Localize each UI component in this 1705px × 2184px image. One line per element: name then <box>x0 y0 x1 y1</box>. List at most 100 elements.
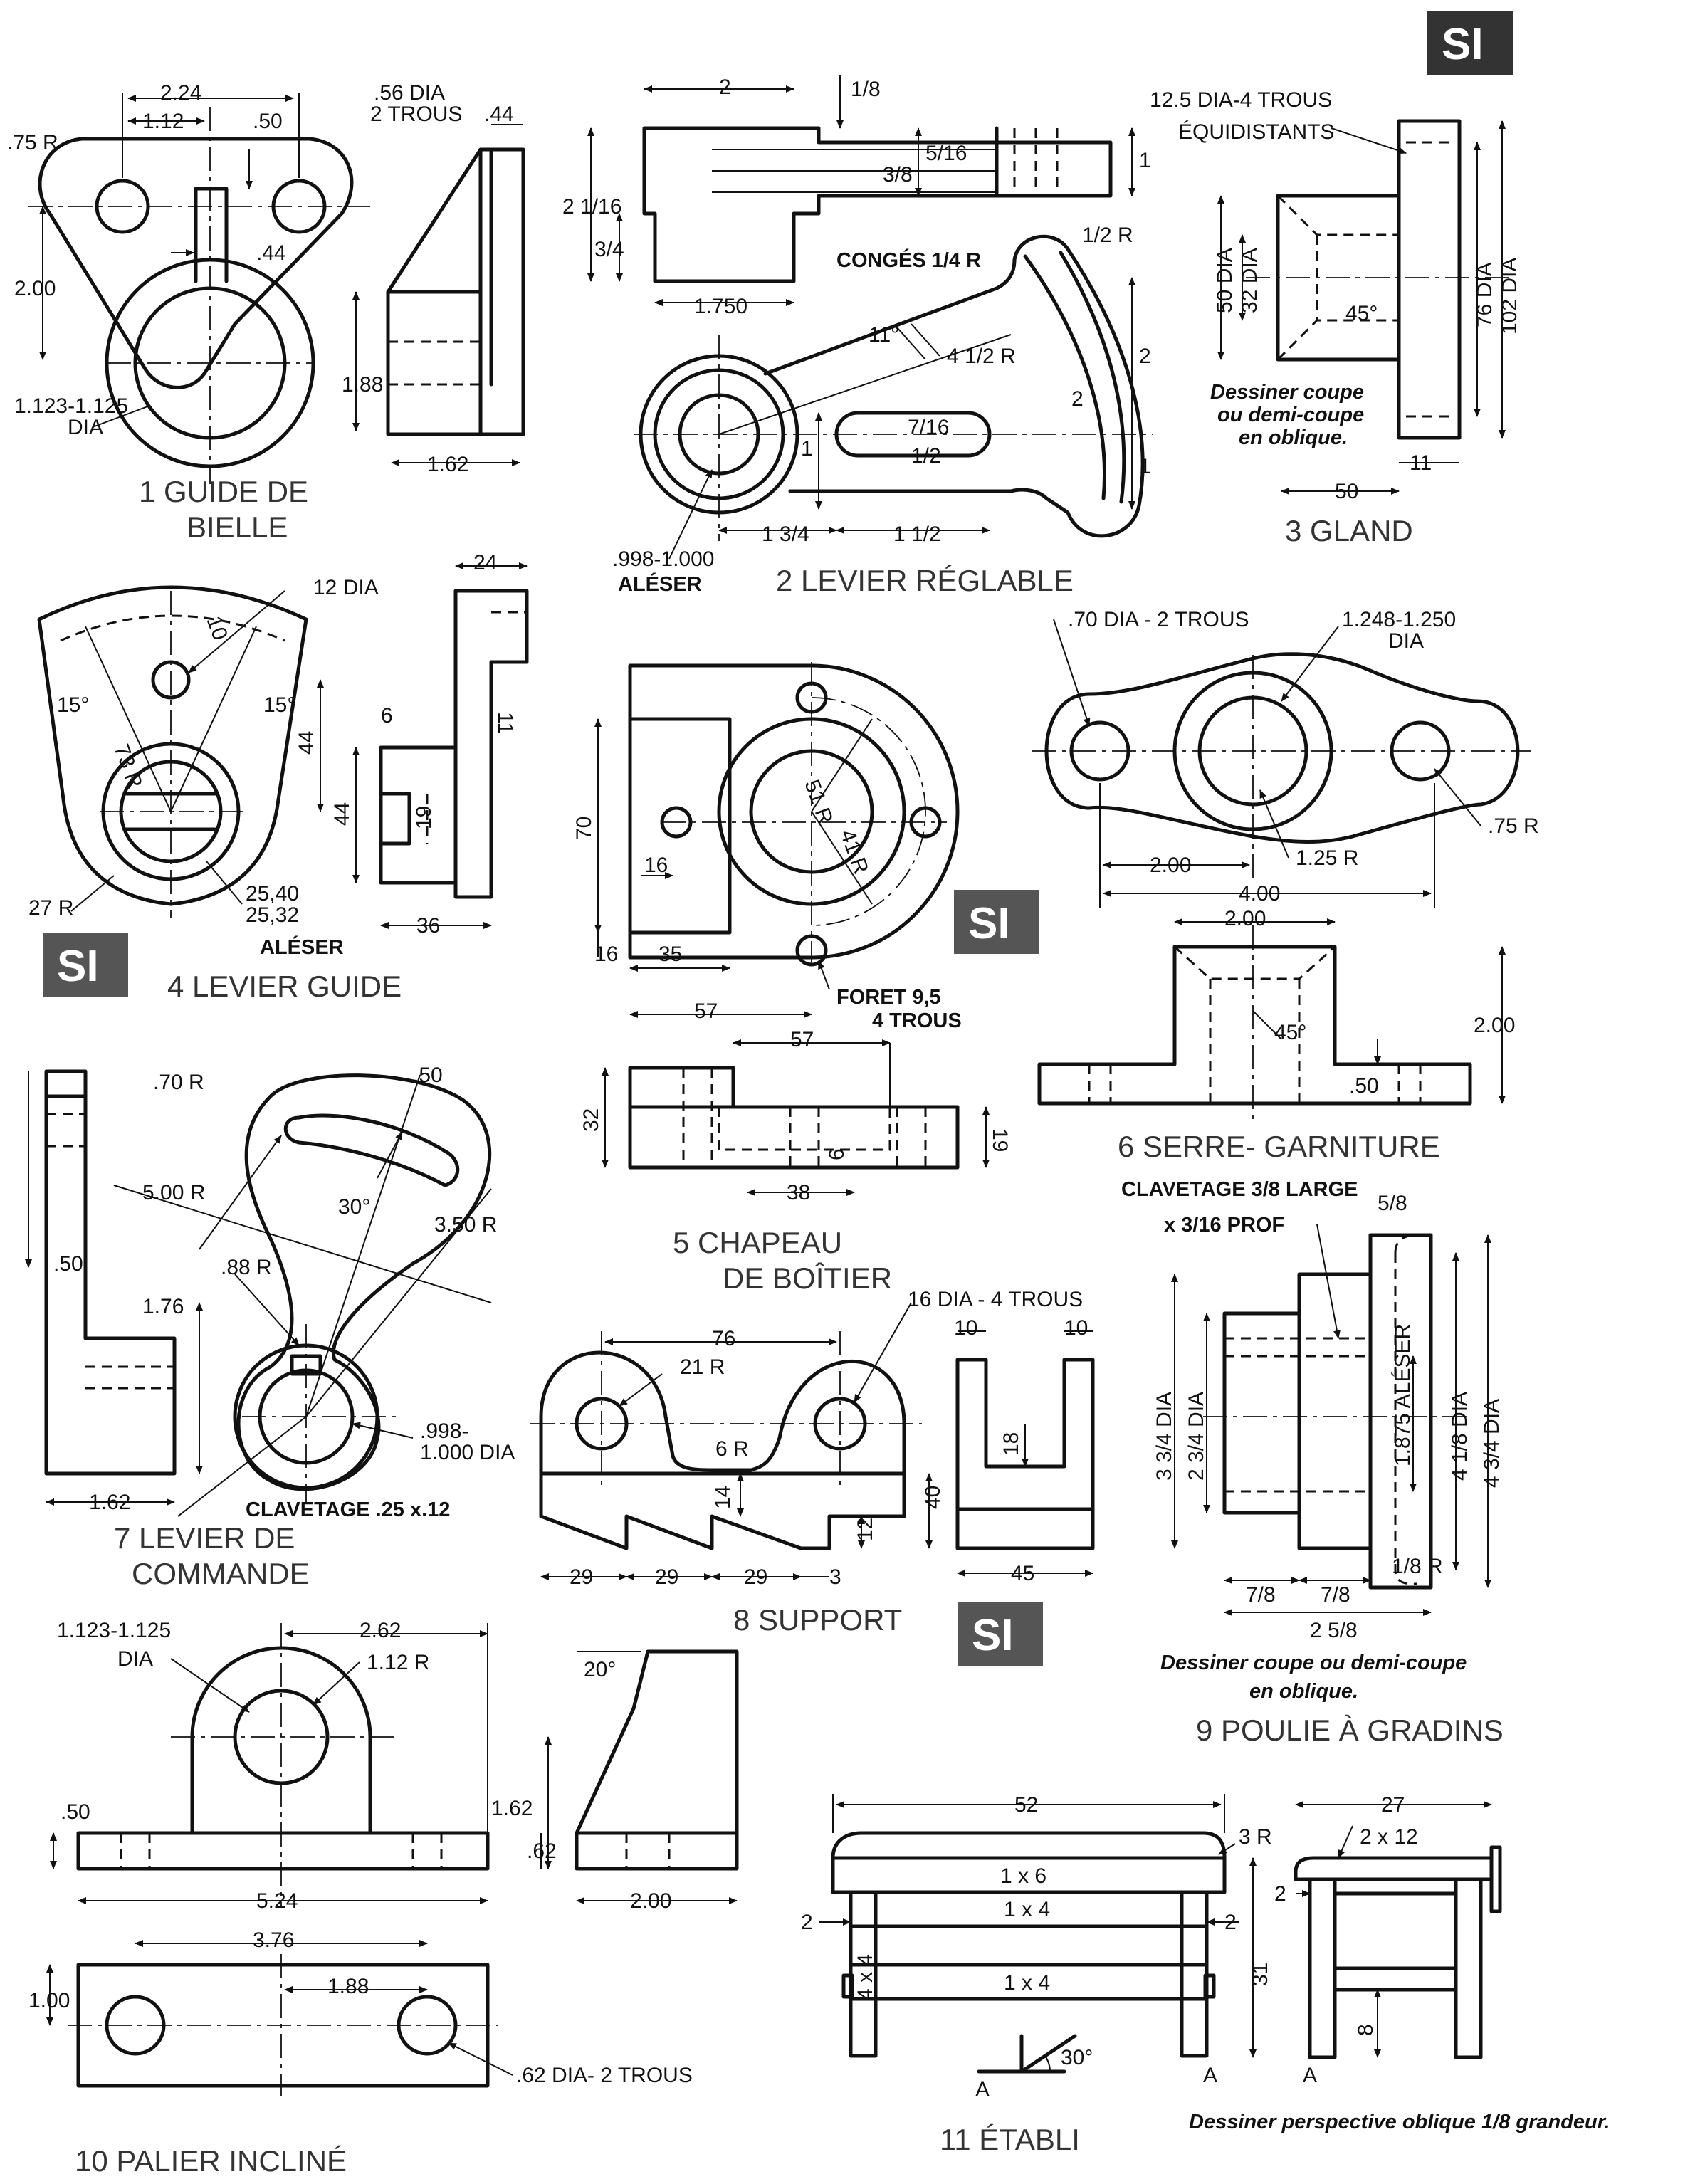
p4-dim-25-40: 25,40 <box>246 882 299 905</box>
p4-dim-27r: 27 R <box>28 896 73 920</box>
p7-dim-70r: .70 R <box>153 1071 204 1094</box>
p2-dim-2b: 2 <box>1139 345 1151 368</box>
p11-label-a3: A <box>1303 2064 1317 2087</box>
p10-dim-bore-dia: DIA <box>117 1647 153 1671</box>
p11-dim-2a: 2 <box>801 1911 813 1934</box>
p3-note-2: ou demi-coupe <box>1217 404 1364 426</box>
caption-5-line2: DE BOÎTIER <box>723 1261 892 1295</box>
p8-dim-14: 14 <box>711 1486 735 1509</box>
si-badge-5 <box>954 890 1039 954</box>
p2-bore: .998-1.000 <box>612 547 714 571</box>
p9-dim-3-3-4: 3 3/4 DIA <box>1153 1392 1176 1481</box>
p11-board-1x4a: 1 x 4 <box>1004 1898 1050 1921</box>
p4-dim-15a: 15° <box>57 693 89 717</box>
p7-dim-1-62: 1.62 <box>89 1491 130 1514</box>
p11-dim-2b: 2 <box>1224 1911 1237 1934</box>
p11-board-4x4: 4 x 4 <box>854 1954 877 2000</box>
p11-label-a1: A <box>975 2078 990 2101</box>
p7-dim-5-00r: 5.00 R <box>142 1181 205 1204</box>
p10-dim-62-dia: .62 DIA- 2 TROUS <box>516 2064 693 2087</box>
dim-2-trous: 2 TROUS <box>370 103 462 126</box>
p8-dim-40: 40 <box>921 1486 945 1509</box>
p8-dim-12: 12 <box>854 1518 877 1541</box>
caption-5-line1: 5 CHAPEAU <box>673 1226 842 1259</box>
problem-3-gland: SI 12.5 DIA-4 TROUS ÉQUIDISTANTS 50 DIA … <box>1150 11 1521 547</box>
p10-dim-62: .62 <box>527 1839 557 1863</box>
dim-bore: 1.123-1.125 <box>14 394 128 418</box>
problem-6-serre-garniture: .70 DIA - 2 TROUS 1.248-1.250 DIA .75 R … <box>1032 608 1539 1163</box>
caption-6: 6 SERRE- GARNITURE <box>1118 1130 1440 1163</box>
problem-1-guide-de-bielle: 2.24 1.12 .50 .56 DIA 2 TROUS .44 .75 R … <box>7 81 525 544</box>
p11-dim-52: 52 <box>1014 1793 1038 1817</box>
p6-dim-50: .50 <box>1349 1074 1379 1098</box>
p6-dim-1248: 1.248-1.250 <box>1342 608 1456 631</box>
caption-7-line2: COMMANDE <box>132 1557 310 1590</box>
p10-dim-1-12r: 1.12 R <box>367 1651 429 1674</box>
p4-dim-11: 11 <box>493 712 517 734</box>
dim-44: .44 <box>256 241 286 265</box>
p6-dim-4-00: 4.00 <box>1239 882 1280 905</box>
p8-dim-29c: 29 <box>744 1565 767 1589</box>
p2-dim-1c: 1 <box>1139 455 1151 478</box>
p10-dim-bore: 1.123-1.125 <box>57 1619 171 1642</box>
p9-clavetage: CLAVETAGE 3/8 LARGE <box>1121 1178 1358 1201</box>
p9-dim-2-5-8: 2 5/8 <box>1310 1619 1358 1642</box>
p3-note-3: en oblique. <box>1239 426 1348 449</box>
p4-dim-24: 24 <box>473 551 497 574</box>
p8-dim-18: 18 <box>1000 1432 1023 1456</box>
si-badge-8 <box>958 1602 1043 1666</box>
p7-dim-30: 30° <box>338 1195 370 1219</box>
problem-10-palier-incline: 1.123-1.125 DIA 2.62 1.12 R .50 1.62 .62… <box>28 1619 739 2178</box>
dim-50: .50 <box>253 110 283 133</box>
problem-8-support: 21 R 6 R 14 40 12 29 29 29 3 76 16 DIA -… <box>530 1288 1095 1666</box>
p3-dim-32-dia: 32 DIA <box>1238 248 1261 313</box>
problem-4-levier-guide: 12 DIA 10 15° 15° 73 R 27 R 25,40 25,32 … <box>28 551 529 1003</box>
p7-dim-1000-dia: 1.000 DIA <box>420 1441 515 1464</box>
p10-dim-5-24: 5.24 <box>256 1889 298 1913</box>
caption-10: 10 PALIER INCLINÉ <box>75 2144 347 2178</box>
p2-dim-7-16: 7/16 <box>908 416 949 439</box>
p7-dim-1-76: 1.76 <box>142 1295 184 1318</box>
p5-dim-35: 35 <box>659 943 682 966</box>
p5-dim-16b: 16 <box>594 943 618 966</box>
p11-dim-3r: 3 R <box>1239 1825 1272 1849</box>
p4-dim-25-32: 25,32 <box>246 903 299 927</box>
p2-dim-half-r: 1/2 R <box>1082 224 1133 247</box>
p7-dim-50a: .50 <box>413 1064 443 1087</box>
p2-dim-1: 1 <box>1139 149 1151 172</box>
p5-dim-16a: 16 <box>644 854 668 877</box>
p4-dim-36: 36 <box>416 914 440 938</box>
p6-dim-1-25r: 1.25 R <box>1296 846 1358 870</box>
p7-clavetage: CLAVETAGE .25 x.12 <box>246 1498 450 1521</box>
p10-dim-50: .50 <box>61 1800 90 1824</box>
p10-dim-2-00: 2.00 <box>630 1889 671 1913</box>
p2-dim-1-750: 1.750 <box>694 295 747 318</box>
p9-dim-1-875: 1.875 ALÉSER <box>1391 1324 1415 1466</box>
si-badge-4 <box>43 933 128 997</box>
caption-8: 8 SUPPORT <box>733 1603 902 1637</box>
dim-1-88: 1.88 <box>342 373 383 397</box>
p2-dim-11-deg: 11° <box>869 323 899 347</box>
dim-1-12: 1.12 <box>142 110 184 133</box>
p2-dim-1-1-2: 1 1/2 <box>893 523 941 546</box>
p10-dim-1-00: 1.00 <box>28 1989 70 2012</box>
p9-dim-4-3-4: 4 3/4 DIA <box>1480 1399 1504 1488</box>
p6-dim-75r: .75 R <box>1488 814 1539 838</box>
p11-dim-8: 8 <box>1354 2024 1378 2036</box>
p8-dim-45: 45 <box>1011 1562 1034 1585</box>
si-badge-1 <box>1427 11 1513 75</box>
p4-dim-44a: 44 <box>295 731 318 755</box>
p2-dim-1-8: 1/8 <box>851 78 881 101</box>
p3-dim-50: 50 <box>1335 480 1358 503</box>
p9-note-2: en oblique. <box>1249 1680 1358 1703</box>
si-badge-1-label: SI <box>1442 20 1484 69</box>
p2-dim-1b: 1 <box>801 437 813 461</box>
p7-dim-3-50r: 3.50 R <box>434 1213 497 1237</box>
p6-dim-70-dia: .70 DIA - 2 TROUS <box>1068 608 1249 631</box>
p5-dim-19: 19 <box>988 1128 1012 1152</box>
p2-dim-2-1-16: 2 1/16 <box>562 195 621 219</box>
p6-dim-2-00b: 2.00 <box>1224 907 1266 930</box>
p2-dim-2: 2 <box>719 75 731 99</box>
p8-dim-29b: 29 <box>655 1565 678 1589</box>
